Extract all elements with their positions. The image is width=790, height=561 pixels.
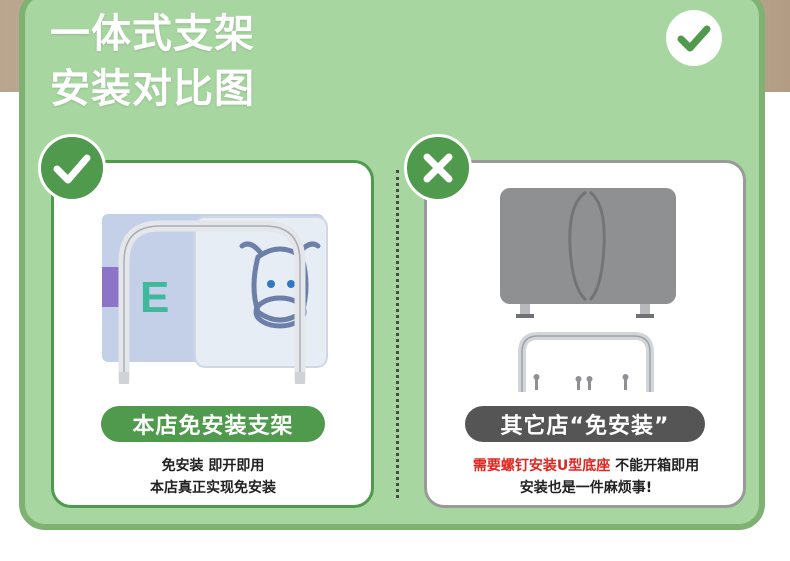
page-title-line1: 一体式支架	[50, 11, 255, 57]
top-check-badge	[666, 10, 722, 66]
dotted-divider	[396, 170, 399, 498]
in-store-stand-label: 本店免安装支架	[101, 406, 325, 442]
left-description-line2: 本店真正实现免安装	[150, 480, 276, 496]
bad-badge	[404, 134, 472, 202]
right-description-line2: 安装也是一件麻烦事!	[519, 480, 653, 496]
check-icon	[677, 25, 711, 52]
integrated-stand-illustration: E	[102, 214, 328, 384]
right-description-warning: 需要螺钉安装U型底座	[472, 458, 611, 474]
right-description: 需要螺钉安装U型底座 不能开箱即用 安装也是一件麻烦事!	[428, 455, 744, 499]
right-description-line1-rest: 不能开箱即用	[610, 458, 700, 474]
check-icon	[53, 154, 91, 184]
close-icon	[423, 153, 453, 183]
left-description-line1: 免安装 即开即用	[161, 458, 265, 474]
screws-icon	[533, 374, 629, 390]
assembly-required-illustration	[500, 188, 676, 392]
good-badge	[38, 134, 106, 202]
illustration-letter: E	[140, 273, 169, 322]
page-title-line2: 安装对比图	[50, 66, 255, 112]
left-description: 免安装 即开即用 本店真正实现免安装	[55, 455, 371, 499]
right-description-line1: 需要螺钉安装U型底座 不能开箱即用	[428, 455, 744, 477]
other-stores-label: 其它店“免安装”	[465, 406, 705, 442]
